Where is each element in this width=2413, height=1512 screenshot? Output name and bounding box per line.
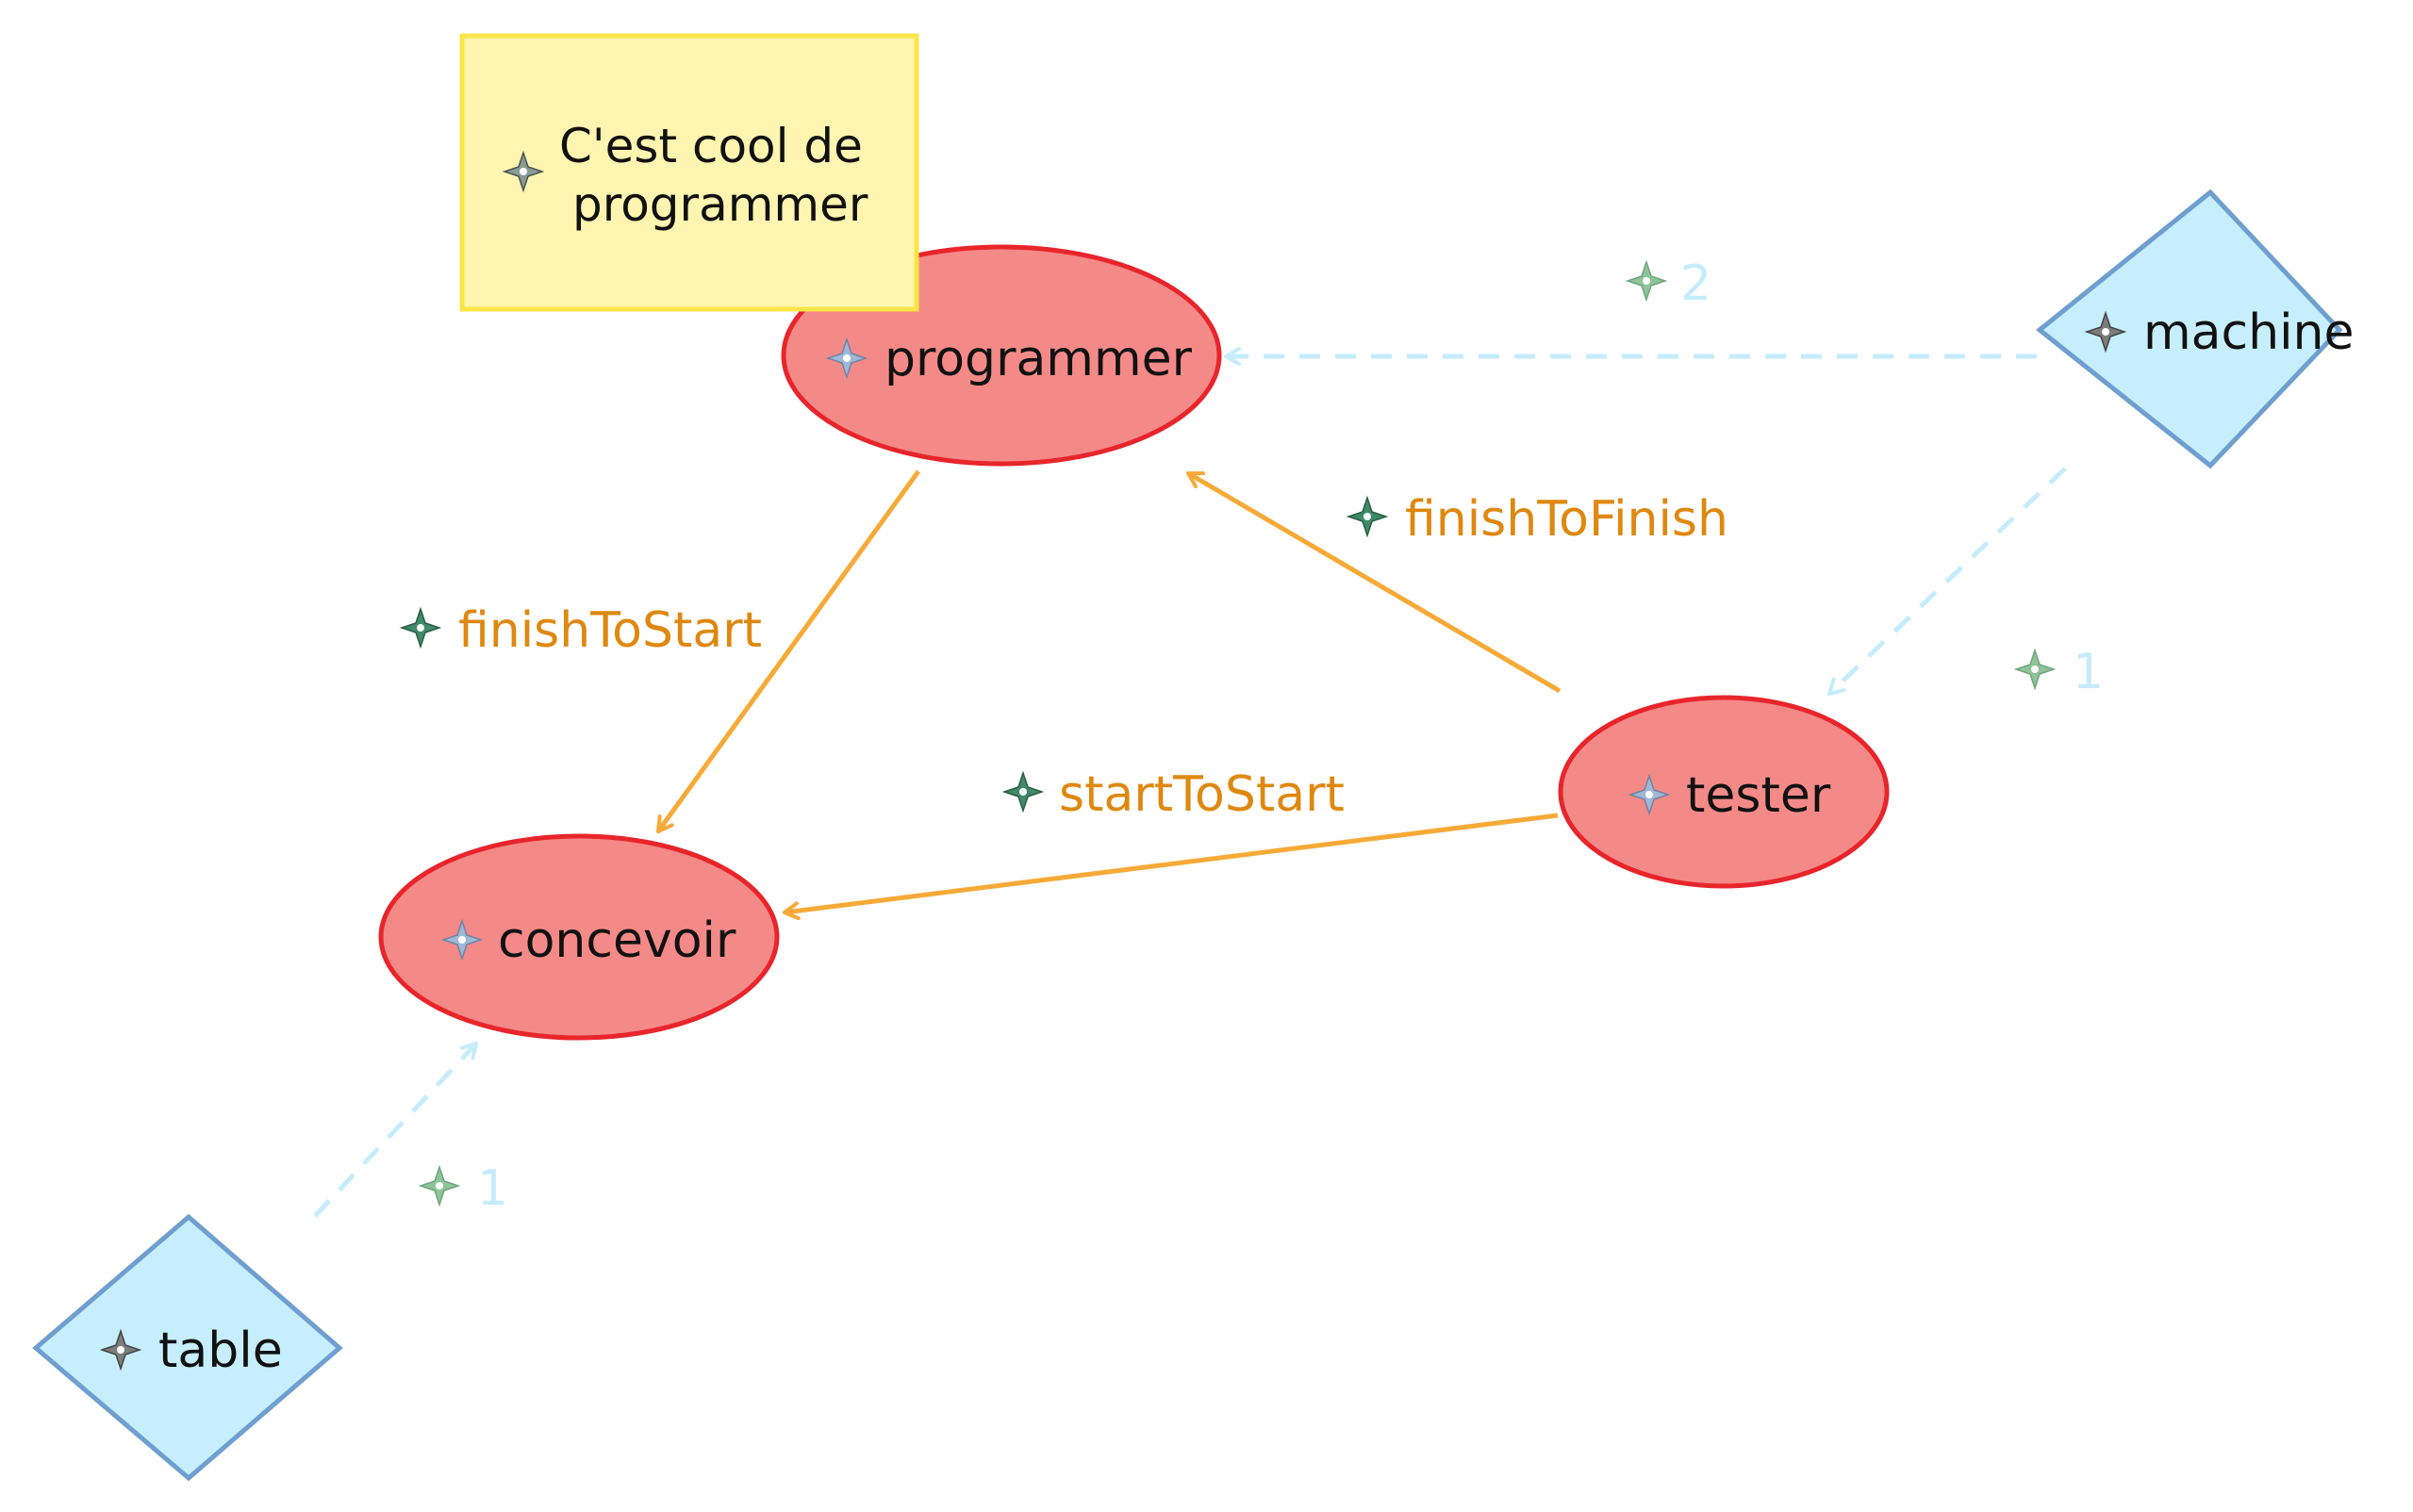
dependency-icon [1346,495,1389,538]
allocation-icon [2013,648,2057,691]
dependency-icon [399,606,442,649]
allocation-icon [418,1164,461,1208]
note-line-2: programmer [572,177,868,232]
note-line-1: C'est cool de [559,119,863,173]
dependency-label-text: startToStart [1059,766,1345,823]
resource-label-table: table [158,1323,283,1379]
allocation-icon [1625,259,1668,303]
task-node-tester[interactable]: tester [1558,695,1890,889]
note-box[interactable]: C'est cool de programmer [459,33,919,312]
dependency-edge-start-to-start[interactable] [783,813,1559,921]
dependency-label-finish-to-finish[interactable]: finishToFinish [1346,491,1728,548]
dependency-label-start-to-start[interactable]: startToStart [1001,766,1345,823]
resource-node-table[interactable]: table [32,1213,343,1482]
dependency-label-finish-to-start[interactable]: finishToStart [399,602,762,659]
allocation-edge-machine-tester[interactable] [1827,467,2067,696]
allocation-edge-table-concevoir[interactable] [313,1042,478,1218]
resource-icon [99,1328,142,1372]
resource-node-machine[interactable]: machine [2036,189,2354,469]
dependency-edge-finish-to-finish[interactable] [1186,470,1562,694]
task-label-tester: tester [1686,767,1831,824]
resource-label-machine: machine [2143,304,2354,361]
task-icon [440,918,484,961]
task-node-concevoir[interactable]: concevoir [378,833,780,1041]
allocation-label-table-concevoir[interactable]: 1 [418,1160,508,1217]
allocation-label-text: 2 [1680,255,1711,312]
dependency-edge-finish-to-start[interactable] [655,469,921,833]
dependency-icon [1001,770,1045,814]
allocation-label-text: 1 [2073,644,2104,700]
note-icon [502,150,545,193]
task-node-programmer[interactable]: programmer [781,244,1222,467]
allocation-label-machine-programmer[interactable]: 2 [1625,255,1711,312]
dependency-label-text: finishToFinish [1405,491,1728,548]
dependency-label-text: finishToStart [458,602,762,659]
task-icon [1628,773,1671,816]
task-icon [825,337,868,380]
resource-icon [2084,310,2127,353]
allocation-label-machine-tester[interactable]: 1 [2013,644,2104,700]
task-label-programmer: programmer [884,331,1193,387]
task-label-concevoir: concevoir [498,912,736,969]
allocation-label-text: 1 [477,1160,508,1217]
